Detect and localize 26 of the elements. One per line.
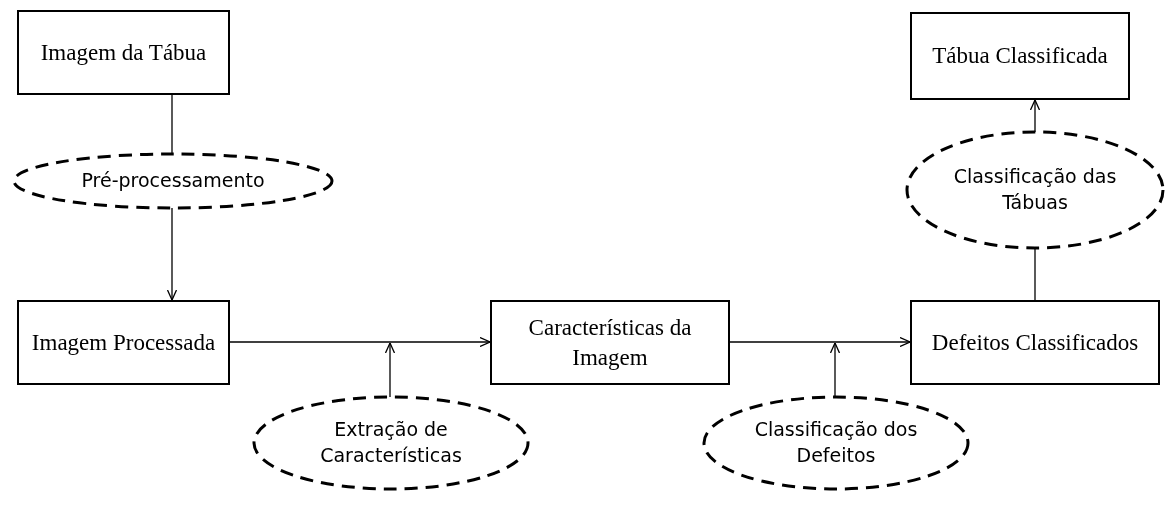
process-box	[17, 10, 230, 95]
process-ellipse	[12, 152, 334, 210]
process-box	[17, 300, 230, 385]
process-box	[490, 300, 730, 385]
node-label: Imagem Processada	[30, 328, 217, 357]
process-box	[910, 12, 1130, 100]
arrow	[829, 342, 841, 398]
node-label: Classificação dos Defeitos	[753, 417, 919, 468]
node-label: Pré-processamento	[80, 168, 266, 194]
arrow	[729, 336, 911, 348]
arrow	[166, 207, 178, 301]
node-label: Defeitos Classificados	[930, 328, 1140, 357]
process-box	[910, 300, 1160, 385]
node-label: Extração de Características	[319, 417, 463, 468]
node-label: Tábua Classificada	[931, 42, 1109, 71]
node-label: Imagem da Tábua	[39, 38, 208, 67]
connector-line	[171, 94, 173, 155]
process-ellipse	[702, 395, 970, 491]
node-label: Classificação das Tábuas	[952, 164, 1118, 215]
process-ellipse	[905, 130, 1165, 250]
process-ellipse	[252, 395, 530, 491]
arrow	[384, 342, 396, 398]
arrow	[1029, 99, 1041, 133]
arrow	[229, 336, 491, 348]
node-label: Características da Imagem	[527, 313, 693, 372]
connector-line	[1034, 247, 1036, 301]
